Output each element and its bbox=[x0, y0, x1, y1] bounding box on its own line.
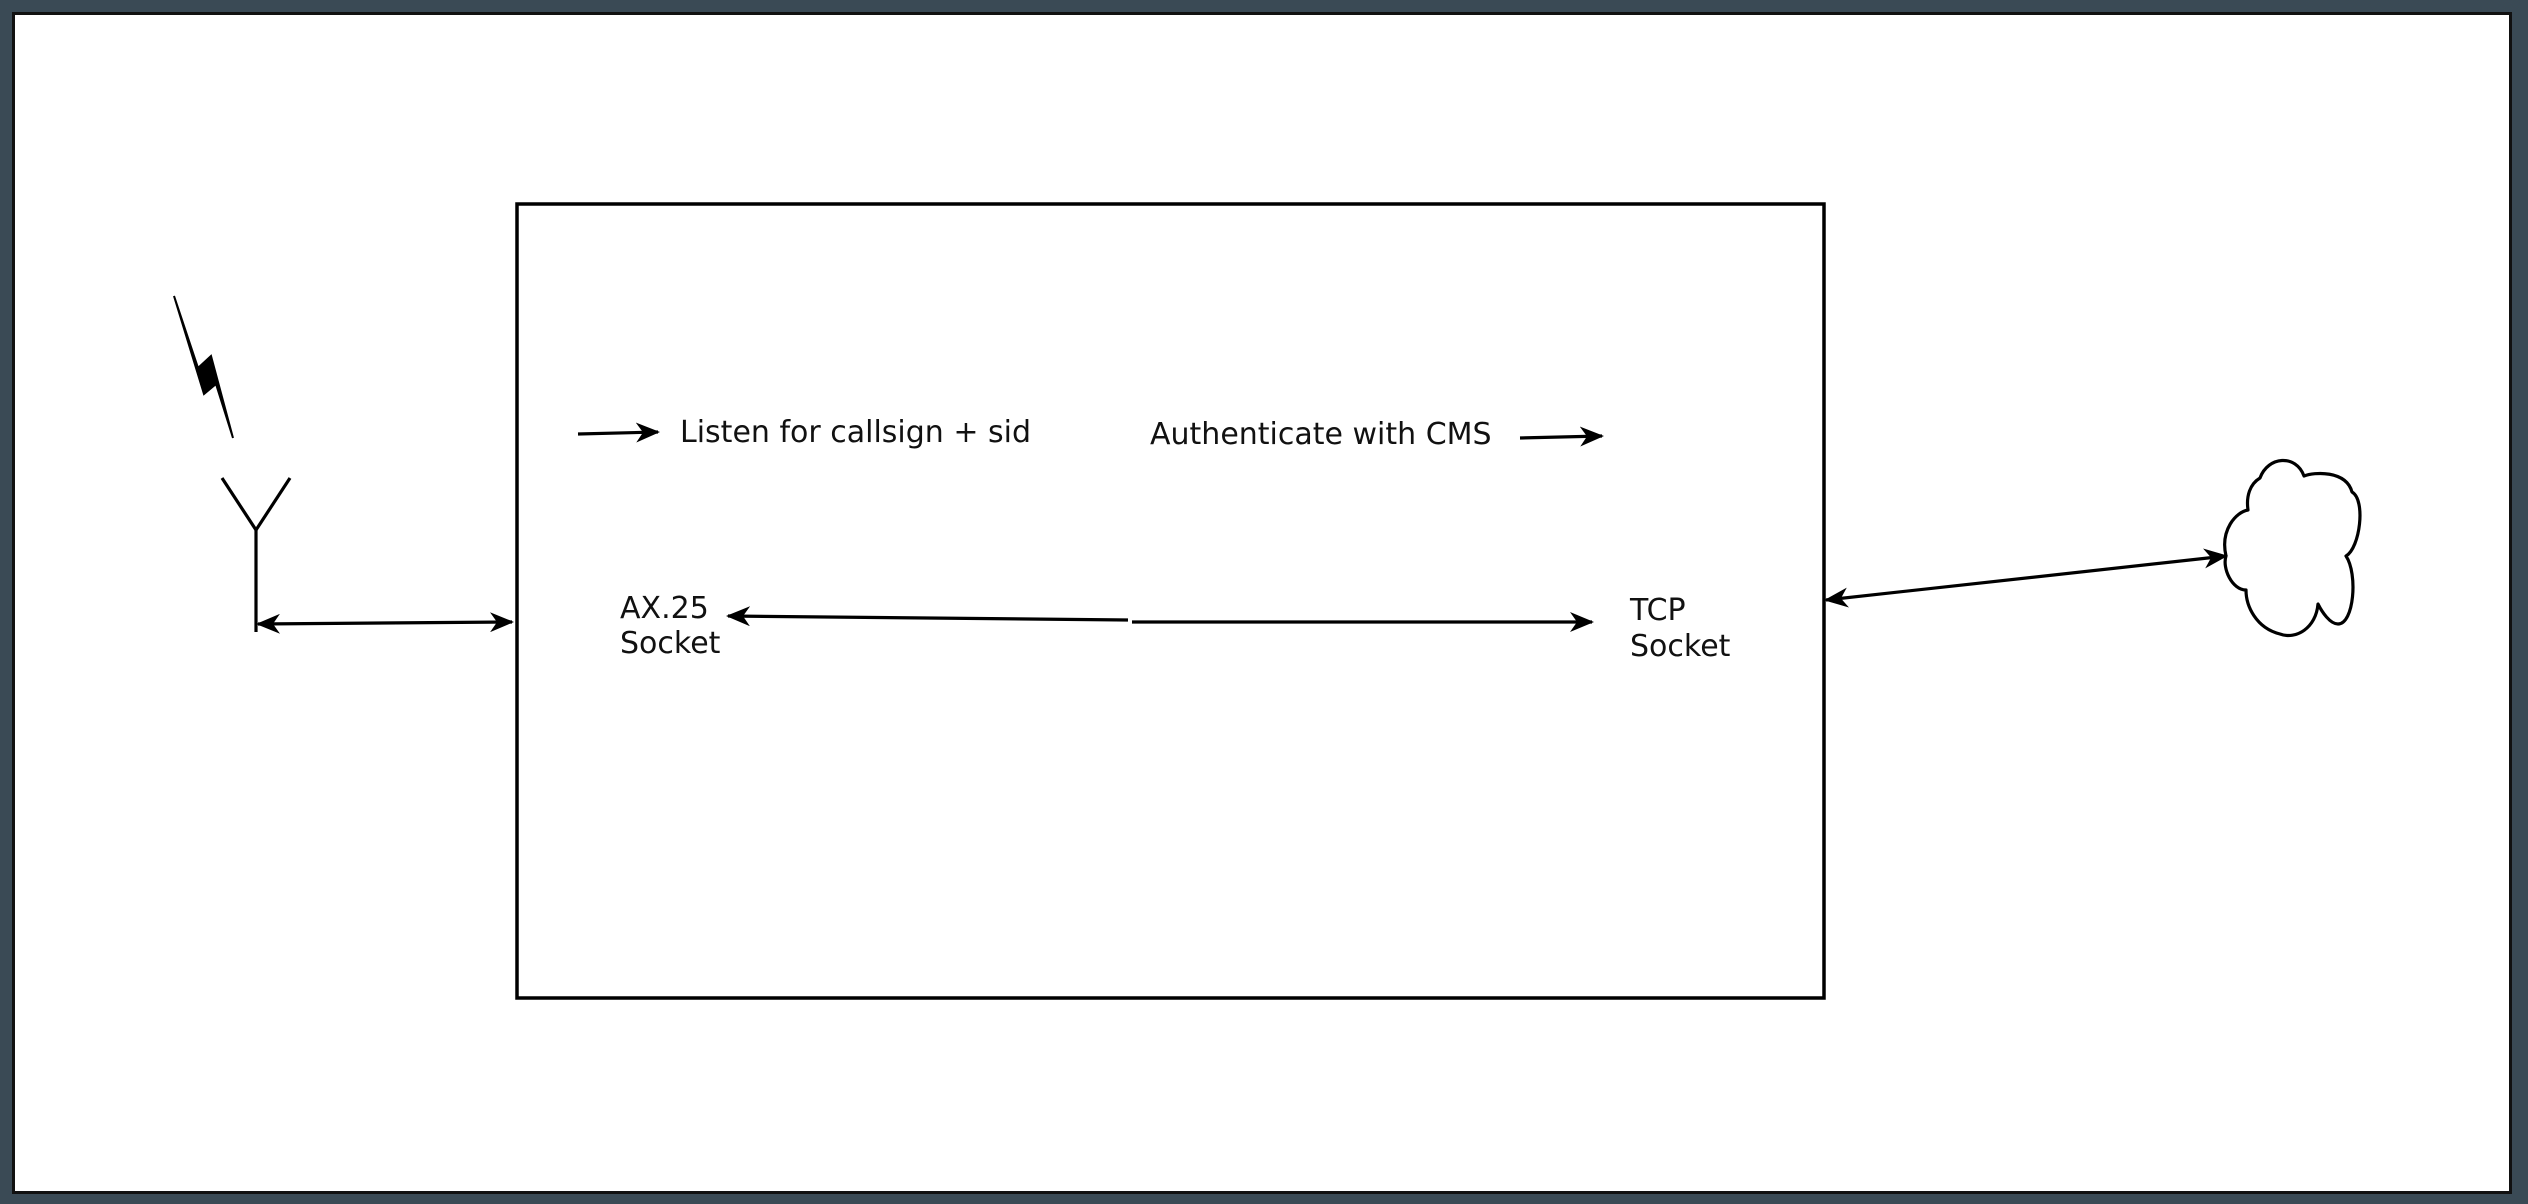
antenna-link-arrow bbox=[256, 612, 514, 634]
tcp-socket-label: TCP Socket bbox=[1629, 593, 1731, 664]
internet-link-arrow bbox=[1824, 548, 2228, 608]
ax25-label-line1: AX.25 bbox=[620, 591, 709, 626]
authenticate-label: Authenticate with CMS bbox=[1150, 417, 1492, 452]
gateway-box bbox=[515, 202, 1826, 1000]
cloud-icon bbox=[2223, 458, 2362, 637]
tcp-label-line2: Socket bbox=[1630, 629, 1731, 664]
antenna-icon bbox=[220, 477, 292, 632]
listen-label: Listen for callsign + sid bbox=[680, 415, 1031, 450]
tcp-label-line1: TCP bbox=[1629, 593, 1686, 628]
listen-arrow bbox=[577, 422, 660, 443]
ax25-socket-label: AX.25 Socket bbox=[620, 591, 721, 661]
authenticate-arrow bbox=[1519, 426, 1604, 447]
ax25-label-line2: Socket bbox=[620, 626, 721, 661]
internal-arrow-left bbox=[726, 606, 1129, 627]
lightning-bolt-icon bbox=[173, 295, 234, 439]
